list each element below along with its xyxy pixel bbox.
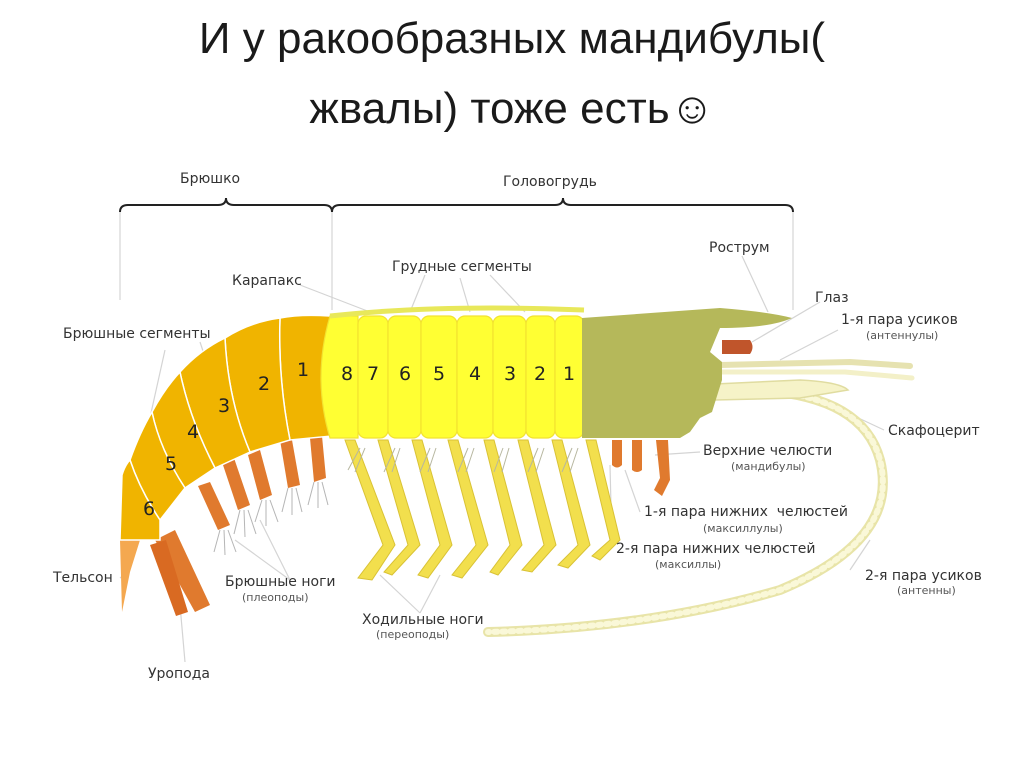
abdominal-number-3: 3 <box>218 395 230 417</box>
label-maxillules-sub: (максиллулы) <box>703 522 783 535</box>
label-mandibles: Верхние челюсти <box>703 443 832 459</box>
label-antennae-sub: (антенны) <box>897 584 956 597</box>
thoracic-number-8: 8 <box>341 363 353 385</box>
uropods <box>150 530 210 616</box>
thoracic-number-3: 3 <box>504 363 516 385</box>
label-rostrum: Рострум <box>709 240 770 256</box>
thoracic-number-6: 6 <box>399 363 411 385</box>
label-uropod: Уропода <box>148 666 210 682</box>
label-pereopods: Ходильные ноги <box>362 612 484 628</box>
thoracic-number-4: 4 <box>469 363 481 385</box>
mouthparts <box>612 440 670 496</box>
thoracic-number-7: 7 <box>367 363 379 385</box>
abdomen-brace <box>120 198 332 212</box>
label-antennules: 1-я пара усиков <box>841 312 958 328</box>
thoracic-number-2: 2 <box>534 363 546 385</box>
label-maxillae-sub: (максиллы) <box>655 558 721 571</box>
abdominal-number-1: 1 <box>297 359 309 381</box>
abdominal-number-5: 5 <box>165 453 177 475</box>
scaphocerite-shape <box>715 380 848 400</box>
label-maxillae: 2-я пара нижних челюстей <box>616 541 816 557</box>
label-thoracic-segments: Грудные сегменты <box>392 259 532 275</box>
label-telson: Тельсон <box>52 570 113 586</box>
label-eye: Глаз <box>815 290 849 306</box>
label-maxillules: 1-я пара нижних челюстей <box>644 504 848 520</box>
label-antennules-sub: (антеннулы) <box>866 329 938 342</box>
label-pleopods-sub: (плеоподы) <box>242 591 309 604</box>
label-antennae: 2-я пара усиков <box>865 568 982 584</box>
label-scaphocerite: Скафоцерит <box>888 423 980 439</box>
pereopods <box>345 440 620 580</box>
label-mandibles-sub: (мандибулы) <box>731 460 806 473</box>
carapace-edge <box>330 308 584 316</box>
label-pereopods-sub: (переоподы) <box>376 628 449 641</box>
label-carapace: Карапакс <box>232 273 302 289</box>
thoracic-number-5: 5 <box>433 363 445 385</box>
antennules <box>720 362 912 378</box>
abdominal-number-6: 6 <box>143 498 155 520</box>
telson-shape <box>120 540 140 612</box>
abdominal-number-4: 4 <box>187 421 199 443</box>
cephalothorax-brace <box>332 198 793 212</box>
abdominal-number-2: 2 <box>258 373 270 395</box>
label-abdominal-segments: Брюшные сегменты <box>63 326 211 342</box>
label-abdomen: Брюшко <box>180 171 240 187</box>
thoracic-number-1: 1 <box>563 363 575 385</box>
label-cephalothorax: Головогрудь <box>503 174 597 190</box>
label-pleopods: Брюшные ноги <box>225 574 336 590</box>
eye-shape <box>722 340 753 354</box>
